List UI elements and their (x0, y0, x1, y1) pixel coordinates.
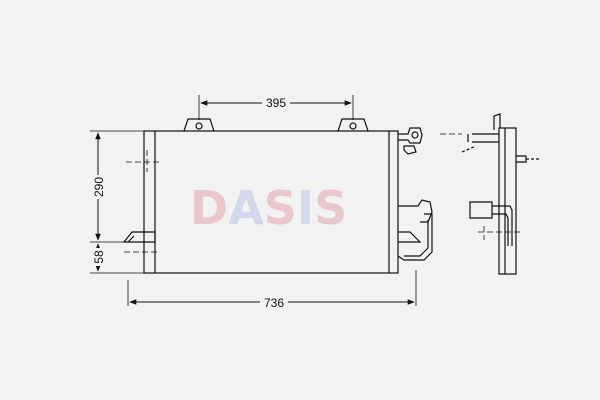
center-lines (124, 133, 520, 253)
dim-label-bottom-offset: 58 (92, 250, 106, 264)
watermark-char: S (264, 181, 297, 235)
side-view-port (516, 155, 527, 163)
top-mount-right (337, 118, 369, 132)
dim-label-core-height: 290 (92, 177, 106, 197)
watermark-char: A (228, 181, 264, 235)
outlet-fitting (397, 199, 433, 261)
inlet-fitting (398, 127, 423, 155)
top-mount-left (183, 118, 215, 132)
side-view-inlet (467, 133, 499, 143)
condenser-core (143, 130, 399, 274)
watermark-logo: DASIS (190, 181, 347, 235)
dim-label-mount-spacing: 395 (266, 96, 286, 110)
bottom-mount-right (398, 231, 422, 243)
side-view (461, 113, 540, 275)
watermark-char: D (190, 181, 228, 235)
watermark-char: S (314, 181, 347, 235)
side-view-outlet (469, 201, 493, 219)
side-view-core (498, 127, 517, 275)
side-view-valve (493, 113, 501, 130)
dim-label-overall-width: 736 (264, 296, 284, 310)
bottom-mount-left (122, 231, 156, 243)
extension-lines (90, 95, 417, 306)
watermark-letter: DASIS (190, 181, 347, 235)
watermark-char: I (297, 181, 314, 235)
